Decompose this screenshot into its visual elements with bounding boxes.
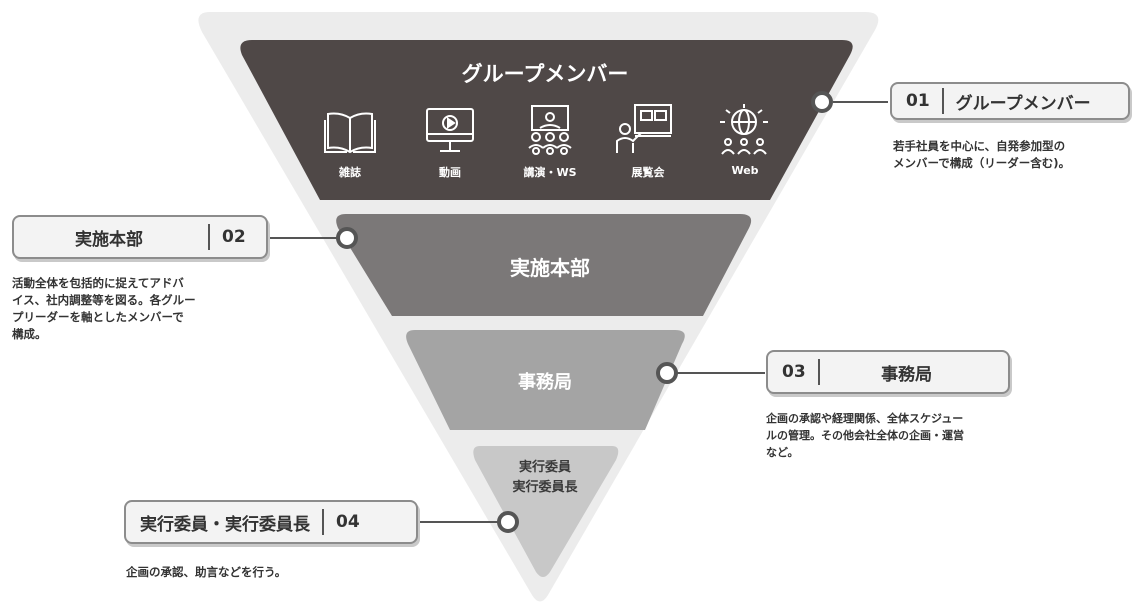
callout-01-desc-line1: 若手社員を中心に、自発参加型の [893,139,1066,153]
callout-03-desc-line2: ルの管理。その他会社全体の企画・運営 [766,429,964,442]
callout-02-description: 活動全体を包括的に捉えてアドバ イス、社内調整等を図る。各グルー プリーダーを軸… [12,275,262,343]
callout-02-number: 02 [222,227,246,247]
icon-label-lecture: 講演・WS [523,166,577,179]
callout-02-desc-line1: 活動全体を包括的に捉えてアドバ [12,276,184,290]
callout-04-divider [322,509,324,535]
callout-04-box: 実行委員・実行委員長 04 [124,500,418,544]
callout-04-number: 04 [336,512,360,532]
connector-dot-01 [811,91,833,113]
icon-label-video: 動画 [439,166,461,179]
callout-02-desc-line2: イス、社内調整等を図る。各グルー [12,293,196,307]
tier2-shape [336,214,752,316]
tier4-title-line2: 実行委員長 [512,480,578,495]
icon-label-web: Web [731,164,759,177]
callout-01-divider [941,88,944,114]
lecture-audience-icon [528,105,572,155]
callout-01-desc-line2: メンバーで構成（リーダー含む)。 [893,156,1071,170]
callout-03-desc-line1: 企画の承認や経理関係、全体スケジュー [766,412,964,425]
callout-03-desc-line3: など。 [766,446,799,459]
callout-02-desc-line3: プリーダーを軸としたメンバーで [12,310,184,324]
callout-04-desc-line1: 企画の承認、助言などを行う。 [126,565,287,579]
video-monitor-icon [426,108,474,152]
connector-dot-02 [336,227,358,249]
tier1-title: グループメンバー [461,62,629,86]
globe-network-icon [720,104,768,155]
callout-04-name: 実行委員・実行委員長 [140,514,310,535]
callout-04-description: 企画の承認、助言などを行う。 [126,564,406,581]
callout-01-description: 若手社員を中心に、自発参加型の メンバーで構成（リーダー含む)。 [893,138,1133,172]
callout-02-name: 実施本部 [75,229,143,250]
callout-01-number: 01 [906,91,930,111]
tier2-title: 実施本部 [510,256,590,280]
callout-03-name: 事務局 [881,364,933,385]
callout-01-box: 01 グループメンバー [890,82,1130,120]
exhibition-presenter-icon [616,104,672,153]
callout-02-desc-line4: 構成。 [12,327,47,341]
tier4-title-line1: 実行委員 [518,460,571,475]
callout-03-divider [817,359,820,385]
tier4-title: 実行委員 実行委員長 [490,458,600,498]
callout-01-name: グループメンバー [955,93,1091,114]
tier3-title: 事務局 [518,372,572,393]
callout-02-divider [208,224,210,250]
callout-03-description: 企画の承認や経理関係、全体スケジュー ルの管理。その他会社全体の企画・運営 など… [766,410,1031,461]
callout-03-number: 03 [782,362,806,382]
tier3-shape [406,330,685,430]
icon-label-exhibition: 展覧会 [631,166,665,179]
connector-dot-04 [497,511,519,533]
connector-dot-03 [656,362,678,384]
tier4-shape [473,446,619,577]
icon-label-magazine: 雑誌 [339,166,361,179]
book-icon [324,112,376,154]
callout-03-box: 03 事務局 [766,350,1010,394]
callout-02-box: 実施本部 02 [12,215,268,259]
